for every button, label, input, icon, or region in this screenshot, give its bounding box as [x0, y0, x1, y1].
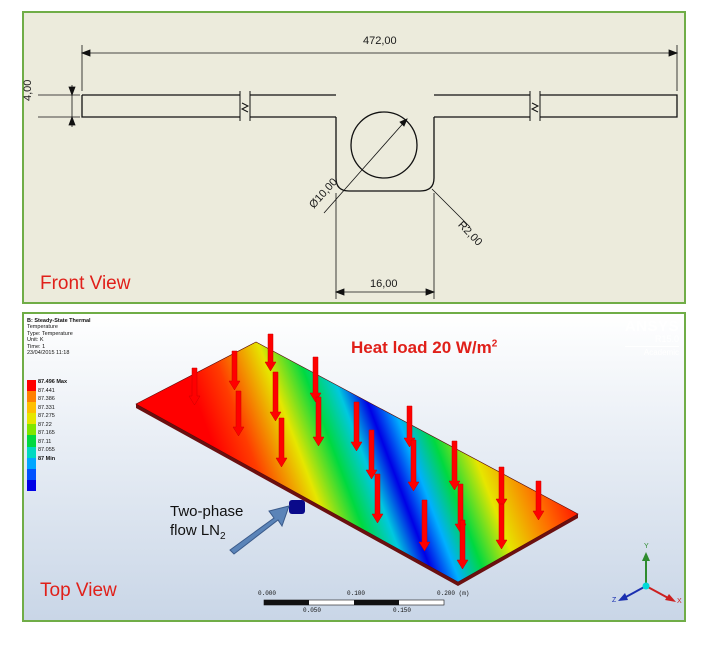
legend-swatch — [27, 380, 36, 392]
plate-surface — [135, 341, 579, 583]
legend-title: B: Steady-State Thermal — [27, 318, 91, 324]
legend-color-bar — [27, 380, 36, 491]
legend-type: Type: Temperature — [27, 330, 73, 337]
legend-value: 87.386 — [38, 396, 55, 402]
thermal-plot — [135, 333, 676, 606]
legend-value: 87 Min — [38, 455, 56, 462]
legend-date: 23/04/2015 11:18 — [27, 350, 70, 357]
front-view-label: Front View — [40, 273, 131, 294]
axis-z-label: Z — [612, 597, 617, 604]
legend-swatch — [27, 413, 36, 425]
temperature-legend: B: Steady-State Thermal Temperature Type… — [27, 318, 91, 356]
flow-label-text: flow LN — [170, 522, 221, 539]
scale-tick-2: 0.200 (m) — [437, 590, 470, 597]
legend-value: 87.331 — [38, 404, 55, 411]
legend-swatch — [27, 435, 36, 447]
legend-value: 87.165 — [38, 430, 55, 436]
legend-unit: Unit: K — [27, 337, 44, 344]
tube-end — [289, 500, 305, 514]
axis-x-label: X — [677, 598, 682, 605]
legend-swatch — [27, 402, 36, 414]
flow-label-line1: Two-phase — [170, 503, 244, 520]
edition-label: Academic — [624, 346, 679, 357]
flow-label-line2: flow LN2 — [170, 521, 243, 546]
legend-swatch — [27, 457, 36, 469]
total-length-dimension: 472,00 — [363, 35, 397, 47]
thickness-dimension: 4,00 — [22, 79, 34, 101]
front-view-drawing — [38, 45, 679, 299]
legend-swatch — [27, 479, 36, 491]
top-view-panel: B: Steady-State Thermal Temperature Type… — [22, 312, 686, 622]
scale-tick-minor-1: 0.150 — [393, 607, 412, 614]
flow-label-subscript: 2 — [220, 531, 226, 542]
legend-swatch — [27, 468, 36, 480]
legend-quantity: Temperature — [27, 324, 58, 331]
scale-tick-0: 0.000 — [258, 590, 277, 597]
legend-swatch — [27, 446, 36, 458]
heat-load-text: Heat load 20 W/m — [351, 338, 492, 357]
legend-value: 87.496 Max — [38, 379, 68, 385]
legend-values: 87.496 Max 87.441 87.386 87.331 87.275 87.22 8… — [38, 378, 67, 463]
brand-name: ANSYS — [624, 318, 679, 335]
axis-triad — [618, 552, 676, 602]
top-view-label: Top View — [40, 580, 117, 601]
front-view-panel: 472,00 4,00 Ø10,00 R2,00 16,00 Front Vie… — [22, 11, 686, 304]
legend-swatch — [27, 424, 36, 436]
scale-tick-1: 0.100 — [347, 590, 366, 597]
heat-load-label: Heat load 20 W/m2 — [351, 338, 497, 358]
axis-y-label: Y — [644, 543, 649, 550]
legend-value: 87.22 — [38, 421, 52, 428]
legend-value: 87.055 — [38, 447, 55, 453]
channel-width-dimension: 16,00 — [370, 278, 398, 290]
version-label: R15.0 — [654, 334, 679, 344]
flow-label: Two-phase flow LN2 — [170, 502, 243, 546]
legend-value: 87.11 — [38, 438, 52, 445]
legend-value: 87.441 — [38, 387, 55, 394]
heat-load-superscript: 2 — [491, 338, 498, 350]
heat-arrows — [188, 333, 545, 570]
legend-value: 87.275 — [38, 413, 55, 419]
flow-arrow — [229, 505, 290, 555]
scale-tick-minor-0: 0.050 — [303, 607, 322, 614]
legend-time: Time: 1 — [27, 343, 46, 350]
ansys-logo: ANSYS R15.0 Academic — [624, 318, 679, 357]
scale-bar — [263, 599, 445, 606]
legend-swatch — [27, 391, 36, 403]
